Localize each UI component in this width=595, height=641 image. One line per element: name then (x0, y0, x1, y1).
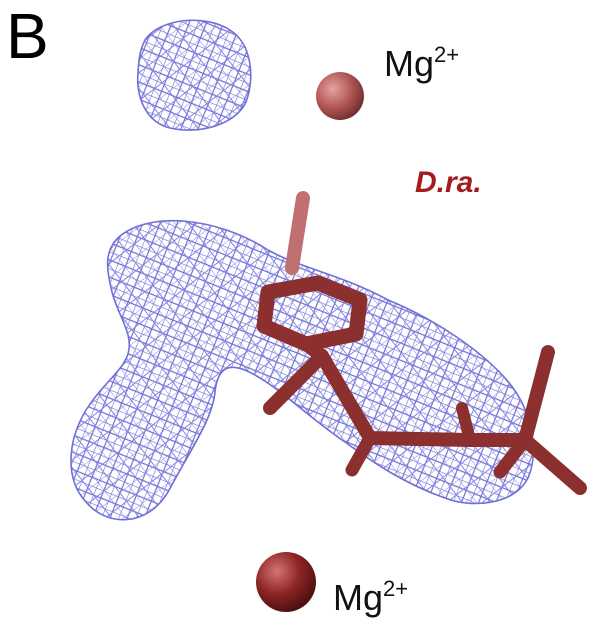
ion-label-bottom: Mg2+ (333, 576, 409, 618)
ligand-stick-model (256, 191, 587, 495)
ion-label-top: Mg2+ (384, 42, 460, 84)
mg-ion-top (316, 72, 364, 120)
panel-letter: B (6, 0, 49, 72)
organism-label: D.ra. (415, 166, 482, 199)
mg-ion-bottom (256, 552, 316, 612)
density-mesh-small (136, 19, 252, 131)
